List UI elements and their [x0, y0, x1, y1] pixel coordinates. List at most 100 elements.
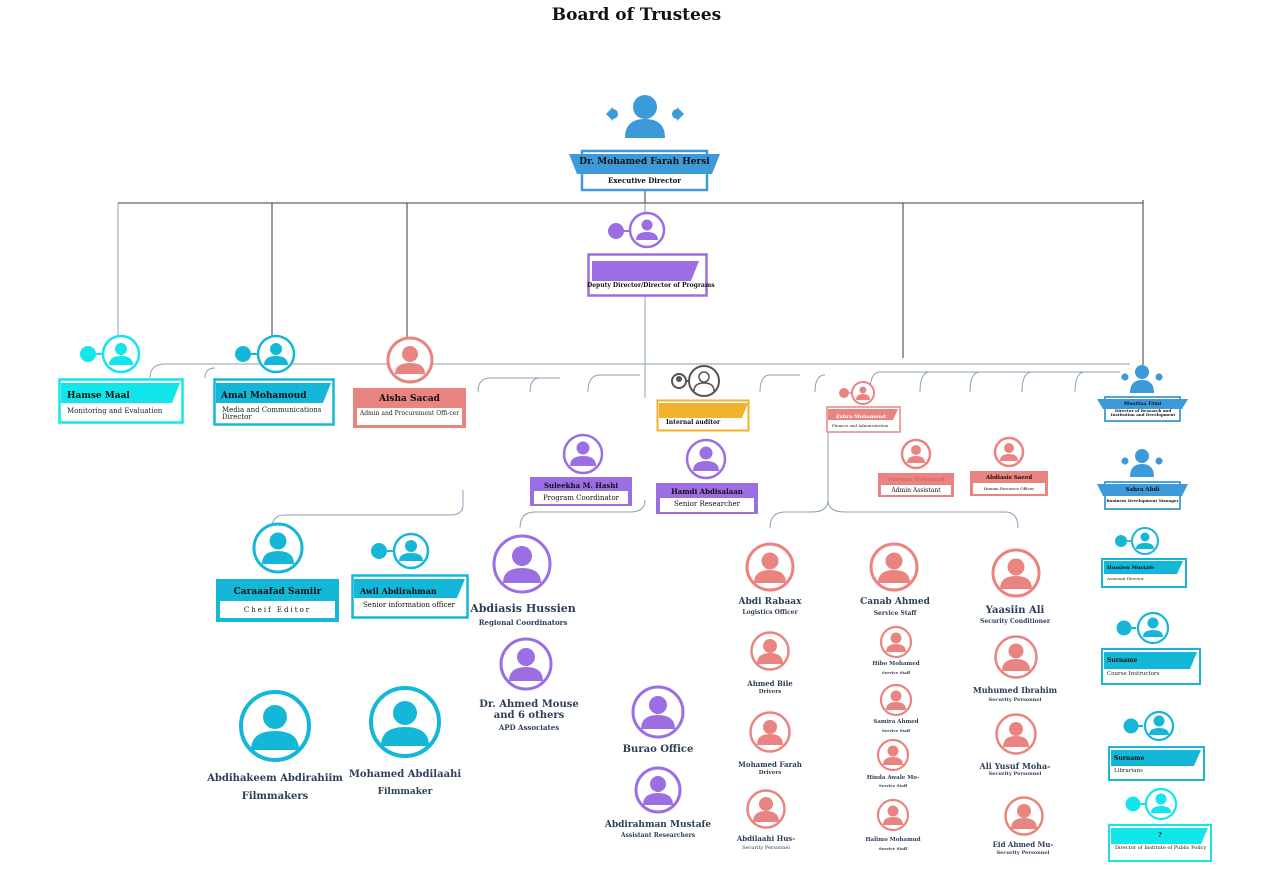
- hussien-mustafe-card[interactable]: [1101, 558, 1187, 588]
- suleekha-card[interactable]: [530, 477, 632, 506]
- mohamed-farah-name: Mohamed Farah: [738, 760, 802, 769]
- muhumed-name: Muhumed Ibrahim: [972, 685, 1058, 695]
- yusraan-role: Admin Assistant: [891, 487, 941, 494]
- abdirahman-role: Assistant Researchers: [620, 832, 696, 839]
- abdiasis-saeed-role: Human Resource Officer: [983, 486, 1035, 491]
- awil-card[interactable]: [351, 574, 469, 619]
- surname2-avatar: [1123, 710, 1174, 742]
- surname1-role: Course Instructors: [1107, 671, 1160, 677]
- ahmed-bile-role: Drivers: [758, 689, 782, 695]
- abdihakeem-name: Abdihakeem Abdirahiim: [207, 773, 343, 784]
- yusraan-avatar: [900, 438, 932, 470]
- mustafa-avatar: [1121, 365, 1163, 393]
- hamse-avatar: [80, 334, 141, 374]
- ali-yusuf-name: Ali Yusuf Moha-: [979, 761, 1051, 771]
- yusraan-card[interactable]: [878, 473, 954, 497]
- mustafa-card[interactable]: [1097, 395, 1188, 423]
- canab-role: Service Staff: [873, 610, 917, 617]
- halimo-role: Service Staff: [878, 846, 908, 851]
- aisha-card[interactable]: [353, 388, 466, 428]
- abdirahman-name: Abdirahman Mustafe: [604, 820, 712, 830]
- samira-role: Service Staff: [881, 728, 911, 733]
- executive-director-avatar: [606, 95, 684, 138]
- canab-avatar: [869, 542, 919, 592]
- surname2-card[interactable]: [1108, 746, 1205, 781]
- amal-card[interactable]: [213, 378, 335, 426]
- abdilaahi-role: Security Personnel: [742, 845, 790, 851]
- awil-role: Senior information officer: [363, 601, 456, 609]
- mustafa-role: Director of Research and Institution and…: [1110, 408, 1176, 417]
- mohamed-abdilaahi-name: Mohamed Abdilaahi: [348, 769, 462, 780]
- burao-name: Burao Office: [622, 744, 694, 755]
- hamse-name: Hamse Maal: [67, 391, 130, 401]
- hussien-mustafe-name: Hussien Mustafe: [1107, 565, 1155, 571]
- eid-role: Security Personnel: [996, 850, 1050, 856]
- mustafa-name: Mustfaa Elmi: [1123, 401, 1162, 407]
- abdiasis-saeed-card[interactable]: [970, 471, 1048, 496]
- abdi-rabaax-avatar: [745, 542, 795, 592]
- zahra-role: Finance and Administration: [832, 423, 889, 428]
- abdihakeem-role: Filmmakers: [241, 791, 309, 802]
- yaasiin-name: Yaasiin Ali: [985, 605, 1045, 616]
- burao-avatar: [631, 685, 685, 739]
- mohamed-abdilaahi-role: Filmmaker: [377, 787, 433, 797]
- deputy-director-card[interactable]: [587, 253, 708, 297]
- auditor-avatar: [671, 365, 720, 397]
- hinda-role: Service Staff: [878, 783, 908, 788]
- unknown-card[interactable]: [1108, 824, 1212, 862]
- awil-name: Awil Abdirahman: [360, 586, 437, 596]
- hamdi-avatar: [685, 438, 727, 480]
- mohamed-farah-role: Drivers: [758, 770, 782, 776]
- abdi-rabaax-name: Abdi Rabaax: [738, 597, 802, 607]
- ahmed-mouse-avatar: [499, 637, 553, 691]
- abdirahman-avatar: [634, 766, 682, 814]
- abdiasis-hussien-avatar: [492, 534, 552, 594]
- mohamed-farah-avatar: [749, 711, 791, 753]
- hibo-role: Service Staff: [881, 670, 911, 675]
- abdi-rabaax-role: Logistics Officer: [742, 609, 798, 616]
- caraa-card[interactable]: [216, 579, 339, 622]
- ahmed-bile-name: Ahmed Bile: [747, 679, 793, 688]
- page-title: Board of Trustees: [551, 5, 722, 25]
- awil-avatar: [371, 532, 430, 570]
- zahra-card[interactable]: [826, 406, 901, 433]
- muhumed-avatar: [994, 635, 1038, 679]
- samira-name: Samira Ahmed: [873, 719, 919, 725]
- amal-name: Amal Mohamoud: [221, 391, 307, 401]
- auditor-card[interactable]: [656, 399, 750, 432]
- abdihakeem-avatar: [239, 690, 311, 762]
- surname1-card[interactable]: [1101, 648, 1201, 685]
- zahra-name: Zahra Mohamoud: [836, 414, 886, 420]
- eid-avatar: [1004, 796, 1044, 836]
- abdilaahi-name: Abdilaahi Hus-: [736, 834, 796, 843]
- ali-yusuf-avatar: [995, 713, 1037, 755]
- surname1-avatar: [1116, 611, 1170, 645]
- auditor-name: Internal auditor: [666, 419, 721, 426]
- hussien-mustafe-avatar: [1115, 527, 1159, 555]
- muhumed-role: Security Personnel: [988, 697, 1042, 703]
- hinda-name: Hinda Awale Mo-: [866, 775, 920, 781]
- sahra-role: Business Development Manager: [1106, 498, 1179, 503]
- amal-role: Media and Communications Director: [222, 406, 322, 421]
- canab-name: Canab Ahmed: [860, 597, 930, 607]
- executive-director-role: Executive Director: [608, 176, 681, 185]
- suleekha-avatar: [562, 433, 604, 475]
- hinda-avatar: [876, 738, 910, 772]
- surname2-name: Surname: [1114, 755, 1145, 762]
- abdiasis-saeed-name: Abdiasis Saeed: [985, 475, 1033, 481]
- hamdi-card[interactable]: [656, 483, 758, 514]
- unknown-avatar: [1125, 787, 1178, 821]
- executive-director-card[interactable]: [569, 146, 720, 192]
- samira-avatar: [879, 683, 913, 717]
- ahmed-mouse-name: Dr. Ahmed Mouse and 6 others: [479, 699, 579, 721]
- hibo-name: Hibo Mohamed: [872, 661, 920, 667]
- unknown-name: ?: [1158, 832, 1162, 839]
- deputy-director-avatar: [608, 211, 666, 249]
- suleekha-role: Program Coordinator: [542, 494, 620, 502]
- amal-avatar: [235, 334, 296, 374]
- hamse-card[interactable]: [58, 378, 184, 424]
- halimo-avatar: [876, 798, 910, 832]
- surname1-name: Surname: [1107, 657, 1138, 664]
- sahra-card[interactable]: [1097, 480, 1188, 510]
